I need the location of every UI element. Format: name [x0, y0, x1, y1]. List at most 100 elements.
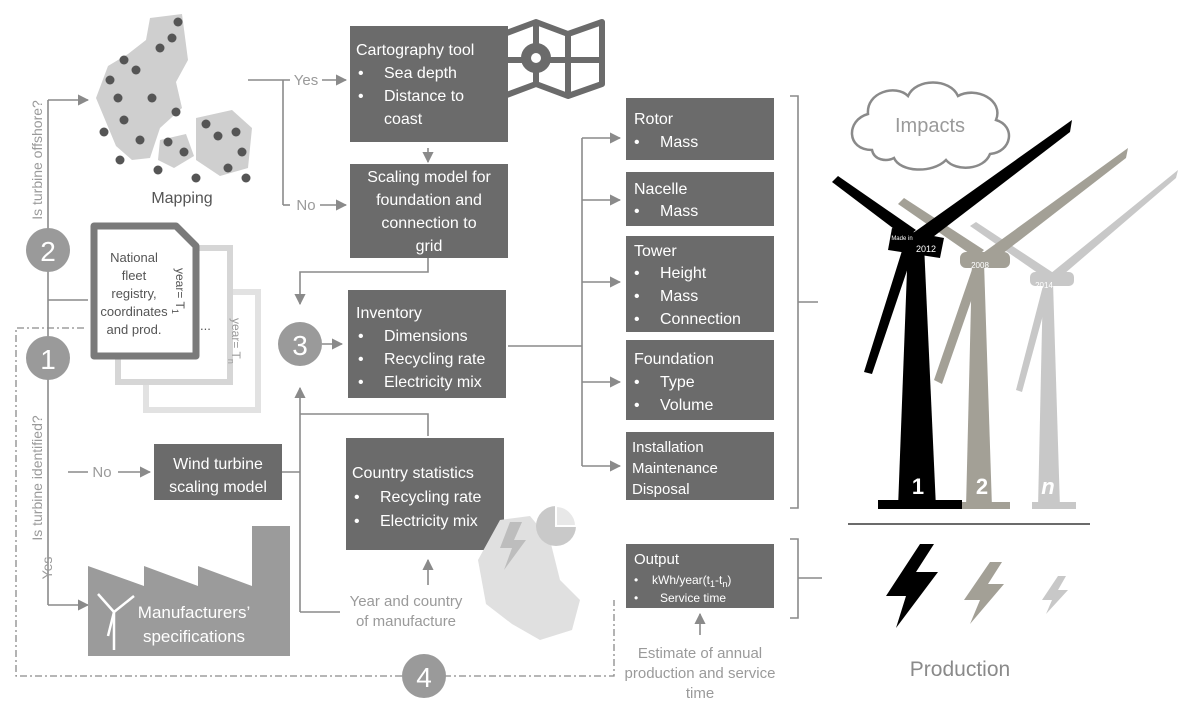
wind-turbine-scaling-box: Wind turbine scaling model — [154, 444, 282, 500]
svg-text:Impacts: Impacts — [895, 115, 965, 137]
svg-text:Country statistics: Country statistics — [352, 465, 474, 482]
factory-icon: Manufacturers’ specifications — [88, 526, 290, 656]
svg-text:Electricity mix: Electricity mix — [380, 513, 478, 530]
svg-text:2: 2 — [40, 236, 56, 267]
svg-text:Installation: Installation — [632, 439, 704, 456]
svg-text:Electricity mix: Electricity mix — [384, 374, 482, 391]
svg-text:•: • — [634, 265, 640, 282]
no-label-left: No — [92, 464, 111, 481]
step-1: 1 — [26, 336, 70, 380]
yes-label-top: Yes — [294, 72, 318, 89]
svg-text:Wind turbine: Wind turbine — [173, 456, 263, 473]
registry-line-4: coordinates — [100, 304, 168, 319]
svg-text:2008: 2008 — [971, 261, 989, 270]
svg-text:•: • — [634, 311, 640, 328]
svg-text:2014: 2014 — [1035, 281, 1053, 290]
svg-text:•: • — [358, 351, 364, 368]
foundation-box: Foundation • Type • Volume — [626, 340, 774, 420]
svg-text:•: • — [634, 397, 640, 414]
svg-text:•: • — [634, 134, 640, 151]
map-icon — [501, 19, 605, 99]
country-statistics-box: Country statistics • Recycling rate • El… — [346, 438, 504, 550]
cartography-tool-box: Cartography tool • Sea depth • Distance … — [350, 26, 508, 142]
rotor-box: Rotor • Mass — [626, 98, 774, 160]
svg-text:Recycling rate: Recycling rate — [380, 489, 481, 506]
svg-text:•: • — [354, 489, 360, 506]
registry-year-n: year= Tn — [226, 318, 243, 364]
cartography-title: Cartography tool — [356, 42, 474, 59]
turbine-1: Made in 2012 1 — [832, 120, 1072, 509]
impacts-cloud: Impacts — [850, 81, 1011, 171]
estimate-line-3: time — [686, 685, 714, 702]
svg-text:foundation and: foundation and — [376, 192, 482, 209]
svg-text:3: 3 — [292, 330, 308, 361]
svg-text:4: 4 — [416, 662, 432, 693]
turbine-n-label: n — [1041, 474, 1054, 499]
step-3: 3 — [278, 322, 322, 366]
no-label-top: No — [296, 197, 315, 214]
svg-text:connection to: connection to — [381, 215, 476, 232]
svg-text:grid: grid — [416, 238, 443, 255]
svg-text:•: • — [358, 374, 364, 391]
bolt-icon-n — [1042, 576, 1068, 614]
svg-text:Volume: Volume — [660, 397, 713, 414]
svg-text:1: 1 — [40, 344, 56, 375]
tower-box: Tower • Height • Mass • Connection — [626, 236, 774, 332]
registry-line-5: and prod. — [107, 322, 162, 337]
svg-text:2012: 2012 — [916, 244, 936, 254]
registry-dots: ... — [200, 318, 211, 333]
svg-text:Mass: Mass — [660, 288, 698, 305]
svg-text:kWh/year(t1-tn): kWh/year(t1-tn) — [652, 573, 731, 589]
svg-text:•: • — [634, 573, 638, 587]
cartography-bullet-3: coast — [384, 111, 423, 128]
svg-text:Output: Output — [634, 551, 680, 568]
turbine-1-label: 1 — [912, 474, 924, 499]
yes-label-left: Yes — [39, 557, 55, 580]
svg-text:•: • — [358, 65, 364, 82]
svg-text:•: • — [358, 328, 364, 345]
svg-text:Type: Type — [660, 374, 695, 391]
svg-text:•: • — [634, 288, 640, 305]
inventory-title: Inventory — [356, 305, 422, 322]
denmark-map: Mapping — [96, 14, 252, 207]
svg-text:Foundation: Foundation — [634, 351, 714, 368]
year-country-line-1: Year and country — [350, 593, 463, 610]
country-stats-icon — [478, 504, 580, 640]
svg-text:scaling model: scaling model — [169, 479, 267, 496]
svg-text:Service time: Service time — [660, 591, 726, 605]
bolt-icon-2 — [964, 562, 1004, 624]
svg-text:Connection: Connection — [660, 311, 741, 328]
production-label: Production — [910, 658, 1010, 681]
bolt-icon-1 — [886, 544, 938, 628]
svg-text:Maintenance: Maintenance — [632, 460, 718, 477]
svg-text:Recycling rate: Recycling rate — [384, 351, 485, 368]
svg-text:Nacelle: Nacelle — [634, 181, 687, 198]
svg-text:•: • — [354, 513, 360, 530]
svg-text:•: • — [634, 591, 638, 605]
turbine-n: 2014 n — [970, 170, 1178, 509]
svg-text:specifications: specifications — [143, 627, 245, 646]
inventory-box: Inventory • Dimensions • Recycling rate … — [348, 290, 506, 398]
scaling-foundation-box: Scaling model for foundation and connect… — [350, 164, 508, 258]
svg-text:Dimensions: Dimensions — [384, 328, 468, 345]
year-country-line-2: of manufacture — [356, 613, 456, 630]
estimate-line-2: production and service — [625, 665, 776, 682]
step-2: 2 — [26, 228, 70, 272]
registry-line-2: fleet — [122, 268, 147, 283]
svg-text:Rotor: Rotor — [634, 111, 674, 128]
nacelle-box: Nacelle • Mass — [626, 172, 774, 226]
registry-year-1: year= T1 — [170, 268, 187, 314]
svg-text:Mass: Mass — [660, 203, 698, 220]
question-identified: Is turbine identified? — [29, 415, 45, 541]
svg-text:Mass: Mass — [660, 134, 698, 151]
svg-text:Disposal: Disposal — [632, 481, 690, 498]
question-offshore: Is turbine offshore? — [29, 100, 45, 220]
svg-text:•: • — [358, 88, 364, 105]
connectors — [15, 74, 1090, 677]
cartography-bullet-1: Sea depth — [384, 65, 457, 82]
registry-documents: National fleet registry, coordinates and… — [90, 222, 261, 413]
turbine-2: 2008 2 — [898, 148, 1128, 509]
output-box: Output • kWh/year(t1-tn) • Service time — [626, 544, 774, 608]
turbine-2-label: 2 — [976, 474, 988, 499]
